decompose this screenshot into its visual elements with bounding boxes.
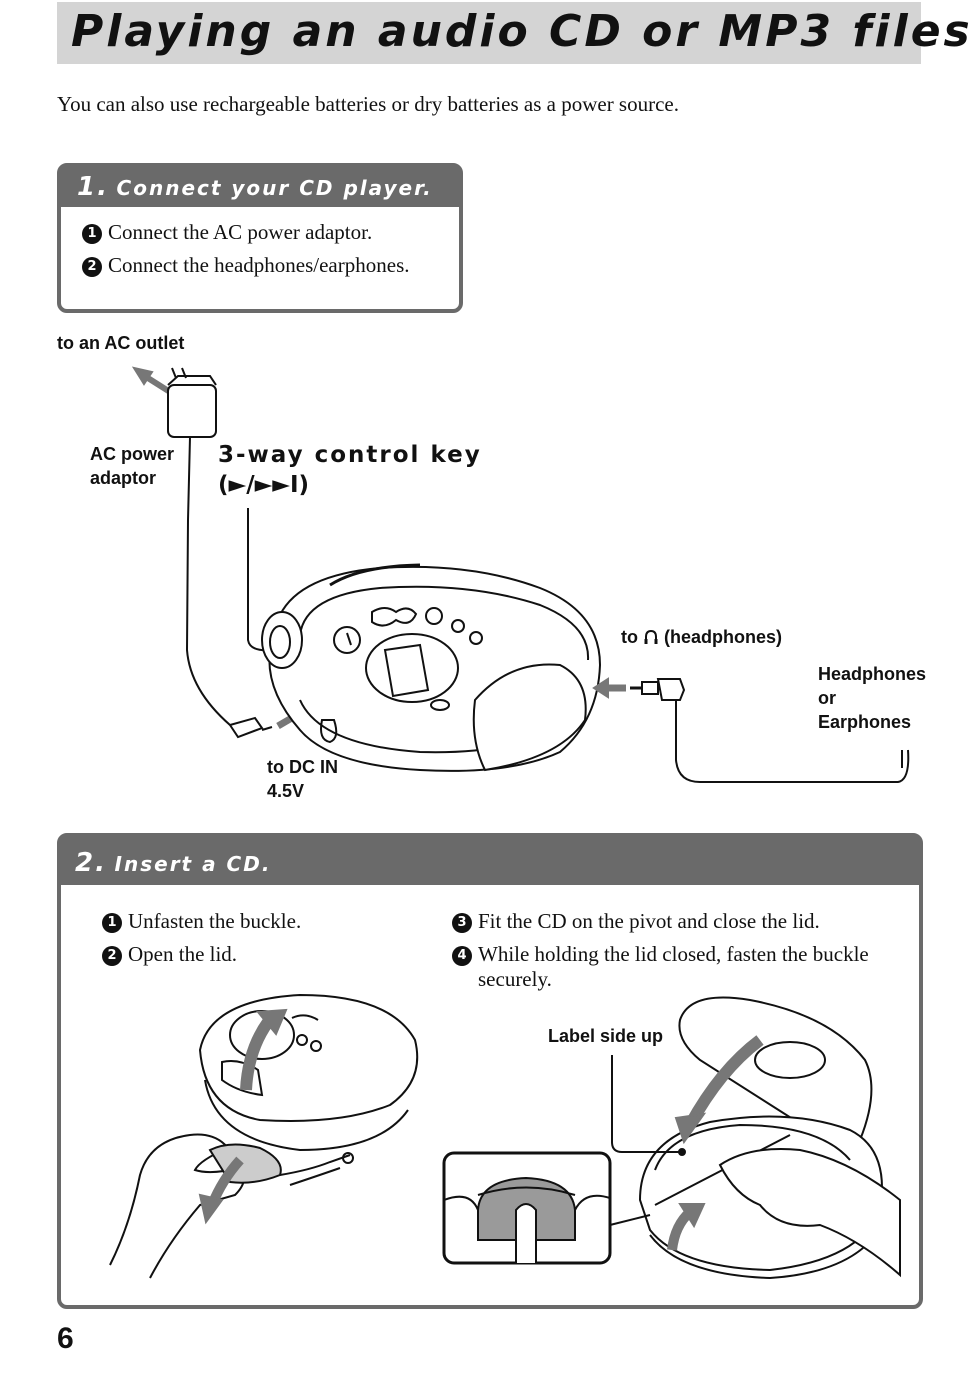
ac-adaptor-label-2: adaptor — [90, 468, 157, 488]
headphones-label-3: Earphones — [818, 712, 912, 732]
step1-number: 1. — [77, 172, 109, 202]
page-title: Playing an audio CD or MP3 files — [71, 6, 973, 57]
step2-header: 2. Insert a CD. — [61, 837, 919, 885]
circled-number-icon: 1 — [102, 913, 122, 933]
step1-item-1-text: Connect the AC power adaptor. — [108, 220, 373, 244]
step2-item-4-text-2: securely. — [478, 967, 552, 991]
circled-number-icon: 1 — [82, 224, 102, 244]
step2-item-2-text: Open the lid. — [128, 942, 238, 966]
intro-text: You can also use rechargeable batteries … — [57, 92, 679, 116]
dcin-label-1: to DC IN — [267, 757, 338, 777]
step1-item-2: 2 Connect the headphones/earphones. — [82, 253, 410, 278]
step2-heading: Insert a CD. — [114, 852, 272, 876]
circled-number-icon: 4 — [452, 946, 472, 966]
headphone-jack-prefix: to — [621, 627, 638, 647]
ac-outlet-label: to an AC outlet — [57, 333, 185, 353]
headphone-jack-suffix: (headphones) — [664, 627, 783, 647]
control-key-label: 3-way control key — [218, 442, 482, 468]
step2-item-4: 4 While holding the lid closed, fasten th… — [452, 942, 869, 992]
step2-item-3: 3 Fit the CD on the pivot and close the l… — [452, 909, 820, 934]
title-bar: Playing an audio CD or MP3 files — [57, 2, 970, 64]
label-side-up-label: Label side up — [548, 1026, 664, 1046]
headphones-label-2: or — [818, 688, 836, 708]
cd-player-connection-illustration — [131, 366, 910, 783]
step1-header: 1. Connect your CD player. — [61, 167, 459, 207]
step1-item-2-text: Connect the headphones/earphones. — [108, 253, 410, 277]
circled-number-icon: 2 — [102, 946, 122, 966]
step1-box: 1. Connect your CD player. — [57, 163, 463, 313]
step2-item-1-text: Unfasten the buckle. — [128, 909, 302, 933]
step2-item-1: 1 Unfasten the buckle. — [102, 909, 301, 934]
circled-number-icon: 2 — [82, 257, 102, 277]
insert-cd-illustration — [109, 993, 901, 1280]
step2-item-2: 2 Open the lid. — [102, 942, 237, 967]
dcin-label-2: 4.5V — [267, 781, 305, 801]
step1-item-1: 1 Connect the AC power adaptor. — [82, 220, 372, 245]
headphones-label-1: Headphones — [818, 664, 927, 684]
headphones-icon — [644, 629, 658, 644]
headphone-jack-label: to (headphones) — [621, 625, 782, 649]
circled-number-icon: 3 — [452, 913, 472, 933]
step2-item-3-text: Fit the CD on the pivot and close the li… — [478, 909, 820, 933]
control-key-symbols: (►/►►I) — [218, 472, 310, 498]
step2-number: 2. — [75, 848, 107, 878]
step1-heading: Connect your CD player. — [116, 176, 433, 200]
ac-adaptor-label-1: AC power — [90, 444, 175, 464]
step2-item-4-text-1: While holding the lid closed, fasten the… — [478, 942, 869, 966]
page-number: 6 — [57, 1322, 74, 1355]
